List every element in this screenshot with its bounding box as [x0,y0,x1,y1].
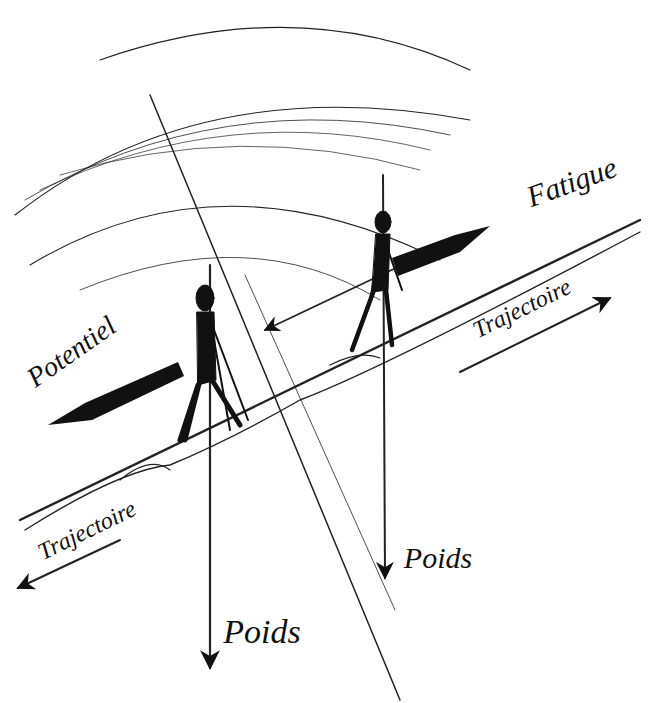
slope-line [20,220,640,520]
slope-line [25,232,640,530]
weight-label: Poids [223,615,300,649]
sky-arc [40,132,430,190]
trajectory-label: Trajectoire [469,274,575,342]
sky-arc [100,27,470,70]
sky-arc [80,257,380,300]
sky-arc [15,107,470,215]
guide-line [245,275,395,610]
walker-figure [352,211,402,350]
fatigue-arrow [392,226,490,276]
sky-arc [25,120,450,200]
walker-figure [180,285,248,440]
force-label: Potentiel [23,312,122,393]
weight-label: Poids [404,543,472,573]
sky-arc [60,146,420,175]
potential-arrow [48,362,184,425]
force-label: Fatigue [523,152,621,212]
